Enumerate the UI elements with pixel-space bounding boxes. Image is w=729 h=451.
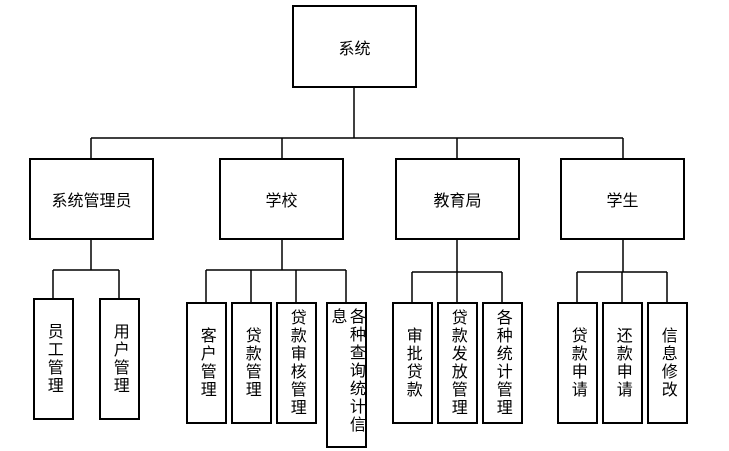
leaf-admin-staff: 员工管理	[33, 298, 74, 420]
node-admin: 系统管理员	[29, 158, 154, 240]
leaf-student-edit-info: 信息修改	[647, 302, 688, 424]
leaf-bureau-disbursement: 贷款发放管理	[437, 302, 478, 424]
node-bureau: 教育局	[395, 158, 520, 240]
node-school: 学校	[219, 158, 344, 240]
leaf-bureau-stats: 各种统计管理	[482, 302, 523, 424]
node-student: 学生	[560, 158, 685, 240]
leaf-admin-users: 用户管理	[99, 298, 140, 420]
leaf-student-loan-apply: 贷款申请	[557, 302, 598, 424]
leaf-school-customers: 客户管理	[186, 302, 227, 424]
leaf-school-loan-review: 贷款审核管理	[276, 302, 317, 424]
node-root: 系统	[292, 5, 417, 88]
leaf-school-loans: 贷款管理	[231, 302, 272, 424]
leaf-student-repay-apply: 还款申请	[602, 302, 643, 424]
leaf-bureau-approve: 审批贷款	[392, 302, 433, 424]
leaf-school-query-stats: 各种查询统计信息	[326, 302, 367, 448]
